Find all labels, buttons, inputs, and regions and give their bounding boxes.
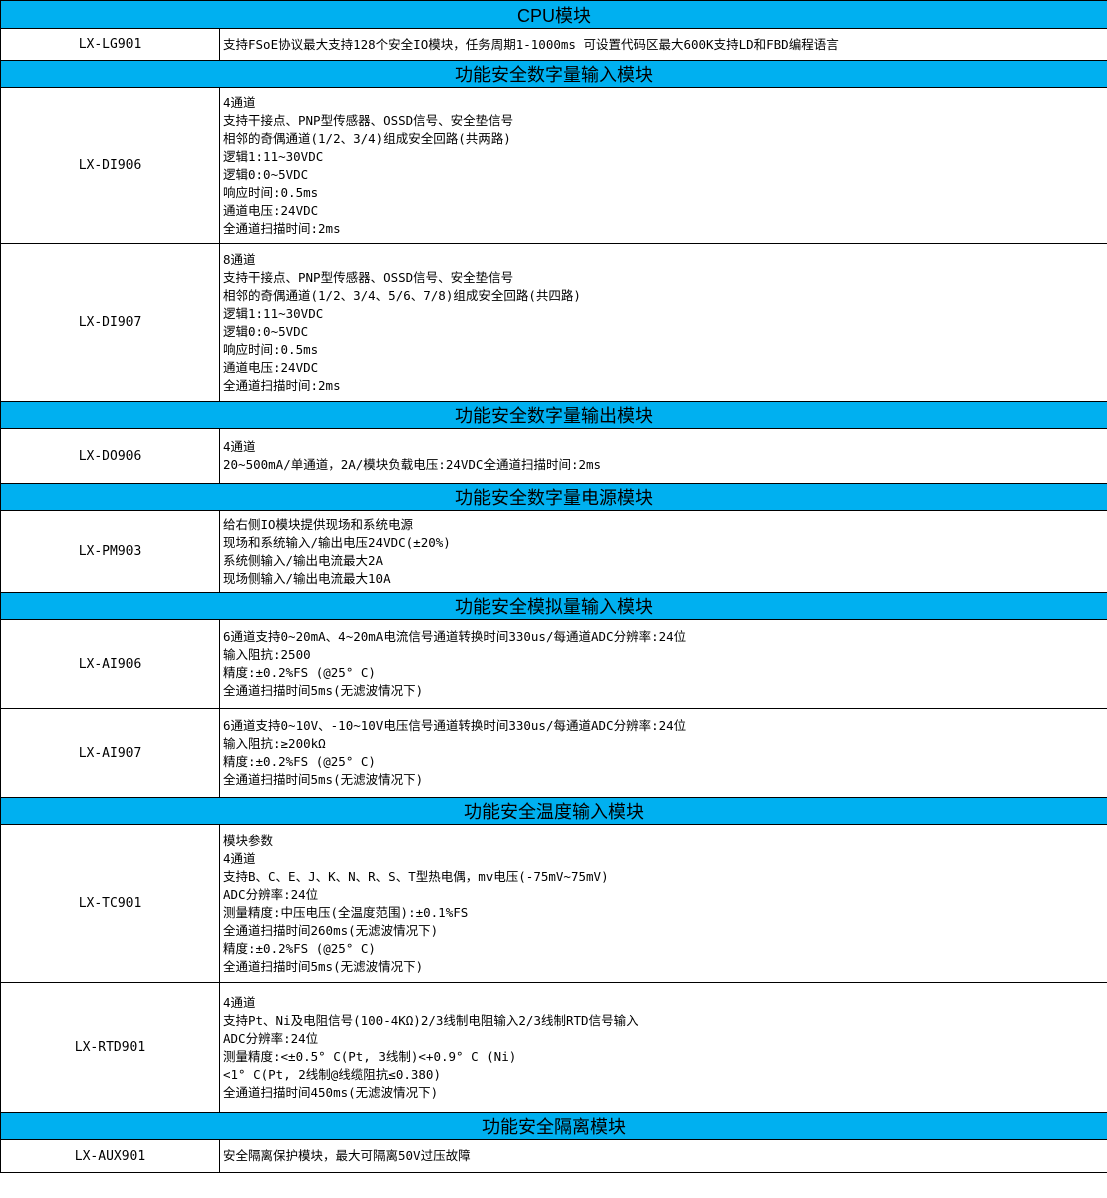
spec-line: 通道电压:24VDC <box>223 202 319 218</box>
spec-line: 全通道扫描时间5ms(无滤波情况下) <box>223 772 424 787</box>
spec-line: 4通道 <box>223 994 256 1010</box>
spec-line: 支持B、C、E、J、K、N、R、S、T型热电偶，mv电压(-75mV~75mV) <box>223 868 609 884</box>
spec-line: 全通道扫描时间:2ms <box>223 377 341 393</box>
section-header-row: 功能安全隔离模块 <box>0 1112 1107 1140</box>
spec-line: 系统侧输入/输出电流最大2A <box>223 552 384 568</box>
spec-line: 全通道扫描时间260ms(无滤波情况下) <box>223 922 439 938</box>
description-cell: 4通道支持干接点、PNP型传感器、OSSD信号、安全垫信号相邻的奇偶通道(1/2… <box>218 87 1107 244</box>
spec-line: 全通道扫描时间5ms(无滤波情况下) <box>223 683 424 698</box>
spec-line: 全通道扫描时间450ms(无滤波情况下) <box>223 1084 439 1100</box>
model-name-cell: LX-AI907 <box>0 708 220 798</box>
spec-line: ADC分辨率:24位 <box>223 1030 319 1046</box>
description-cell: 安全隔离保护模块，最大可隔离50V过压故障 <box>218 1139 1107 1173</box>
spec-line: 20~500mA/单通道，2A/模块负载电压:24VDC全通道扫描时间:2ms <box>223 457 602 472</box>
spec-line: 输入阻抗:2500 <box>223 647 311 662</box>
spec-line: 安全隔离保护模块，最大可隔离50V过压故障 <box>223 1148 471 1163</box>
spec-line: 精度:±0.2%FS (@25° C) <box>223 665 376 680</box>
spec-line: 逻辑0:0~5VDC <box>223 166 309 182</box>
spec-line: 支持干接点、PNP型传感器、OSSD信号、安全垫信号 <box>223 112 514 128</box>
spec-line: 全通道扫描时间5ms(无滤波情况下) <box>223 958 424 974</box>
section-header-row: CPU模块 <box>0 0 1107 29</box>
description-cell: 4通道 20~500mA/单通道，2A/模块负载电压:24VDC全通道扫描时间:2… <box>218 428 1107 484</box>
spec-line: 全通道扫描时间:2ms <box>223 220 341 236</box>
spec-line: 精度:±0.2%FS (@25° C) <box>223 754 376 769</box>
section-title: 功能安全模拟量输入模块 <box>0 592 1107 620</box>
spec-line: 给右侧IO模块提供现场和系统电源 <box>223 516 414 532</box>
spec-line: 支持干接点、PNP型传感器、OSSD信号、安全垫信号 <box>223 269 514 285</box>
section-header-row: 功能安全数字量电源模块 <box>0 483 1107 511</box>
model-name-cell: LX-TC901 <box>0 824 220 983</box>
model-name-cell: LX-AI906 <box>0 619 220 709</box>
description-cell: 给右侧IO模块提供现场和系统电源现场和系统输入/输出电压24VDC(±20%) 系… <box>218 510 1107 593</box>
spec-line: 4通道 <box>223 439 256 454</box>
spec-line: 逻辑1:11~30VDC <box>223 148 324 164</box>
spec-line: 相邻的奇偶通道(1/2、3/4、5/6、7/8)组成安全回路(共四路) <box>223 287 581 303</box>
spec-line: 4通道 <box>223 850 256 866</box>
spec-line: 逻辑1:11~30VDC <box>223 305 324 321</box>
spec-line: 测量精度:<±0.5° C(Pt, 3线制)<+0.9° C (Ni) <box>223 1048 517 1064</box>
spec-line: 精度:±0.2%FS (@25° C) <box>223 940 376 956</box>
spec-line: 响应时间:0.5ms <box>223 184 319 200</box>
section-header-row: 功能安全数字量输入模块 <box>0 60 1107 88</box>
spec-line: 6通道支持0~20mA、4~20mA电流信号通道转换时间330us/每通道ADC… <box>223 629 687 644</box>
spec-line: 6通道支持0~10V、-10~10V电压信号通道转换时间330us/每通道ADC… <box>223 718 687 733</box>
section-title: CPU模块 <box>0 0 1107 29</box>
section-header-row: 功能安全温度输入模块 <box>0 797 1107 825</box>
spec-line: 相邻的奇偶通道(1/2、3/4)组成安全回路(共两路) <box>223 130 511 146</box>
spec-line: ADC分辨率:24位 <box>223 886 319 902</box>
section-title: 功能安全隔离模块 <box>0 1112 1107 1140</box>
spec-line: 测量精度:中压电压(全温度范围):±0.1%FS <box>223 904 469 920</box>
spec-line: 通道电压:24VDC <box>223 359 319 375</box>
description-cell: 模块参数 4通道支持B、C、E、J、K、N、R、S、T型热电偶，mv电压(-75m… <box>218 824 1107 983</box>
section-header-row: 功能安全模拟量输入模块 <box>0 592 1107 620</box>
model-name-cell: LX-LG901 <box>0 28 220 61</box>
model-name-cell: LX-RTD901 <box>0 982 220 1113</box>
spec-line: 输入阻抗:≥200kΩ <box>223 736 326 751</box>
description-cell: 支持FSoE协议最大支持128个安全IO模块，任务周期1-1000ms 可设置代… <box>218 28 1107 61</box>
model-name-cell: LX-AUX901 <box>0 1139 220 1173</box>
spec-line: 逻辑0:0~5VDC <box>223 323 309 339</box>
model-name-cell: LX-DI906 <box>0 87 220 244</box>
section-title: 功能安全温度输入模块 <box>0 797 1107 825</box>
spec-line: 模块参数 <box>223 832 274 848</box>
section-title: 功能安全数字量电源模块 <box>0 483 1107 511</box>
spec-line: 支持Pt、Ni及电阻信号(100-4KΩ)2/3线制电阻输入2/3线制RTD信号… <box>223 1012 639 1028</box>
spec-line: <1° C(Pt, 2线制@线缆阻抗≤0.380) <box>223 1066 441 1082</box>
model-name-cell: LX-PM903 <box>0 510 220 593</box>
model-name-cell: LX-DO906 <box>0 428 220 484</box>
section-title: 功能安全数字量输入模块 <box>0 60 1107 88</box>
description-cell: 6通道支持0~10V、-10~10V电压信号通道转换时间330us/每通道ADC… <box>218 708 1107 798</box>
spec-line: 现场侧输入/输出电流最大10A <box>223 570 391 586</box>
description-cell: 8通道支持干接点、PNP型传感器、OSSD信号、安全垫信号相邻的奇偶通道(1/2… <box>218 243 1107 402</box>
section-header-row: 功能安全数字量输出模块 <box>0 401 1107 429</box>
spec-line: 4通道 <box>223 94 256 110</box>
description-cell: 6通道支持0~20mA、4~20mA电流信号通道转换时间330us/每通道ADC… <box>218 619 1107 709</box>
description-cell: 4通道支持Pt、Ni及电阻信号(100-4KΩ)2/3线制电阻输入2/3线制RT… <box>218 982 1107 1113</box>
spec-line: 现场和系统输入/输出电压24VDC(±20%) <box>223 534 451 550</box>
spec-line: 响应时间:0.5ms <box>223 341 319 357</box>
section-title: 功能安全数字量输出模块 <box>0 401 1107 429</box>
model-name-cell: LX-DI907 <box>0 243 220 402</box>
spec-line: 支持FSoE协议最大支持128个安全IO模块，任务周期1-1000ms 可设置代… <box>223 36 839 52</box>
spec-line: 8通道 <box>223 251 256 267</box>
